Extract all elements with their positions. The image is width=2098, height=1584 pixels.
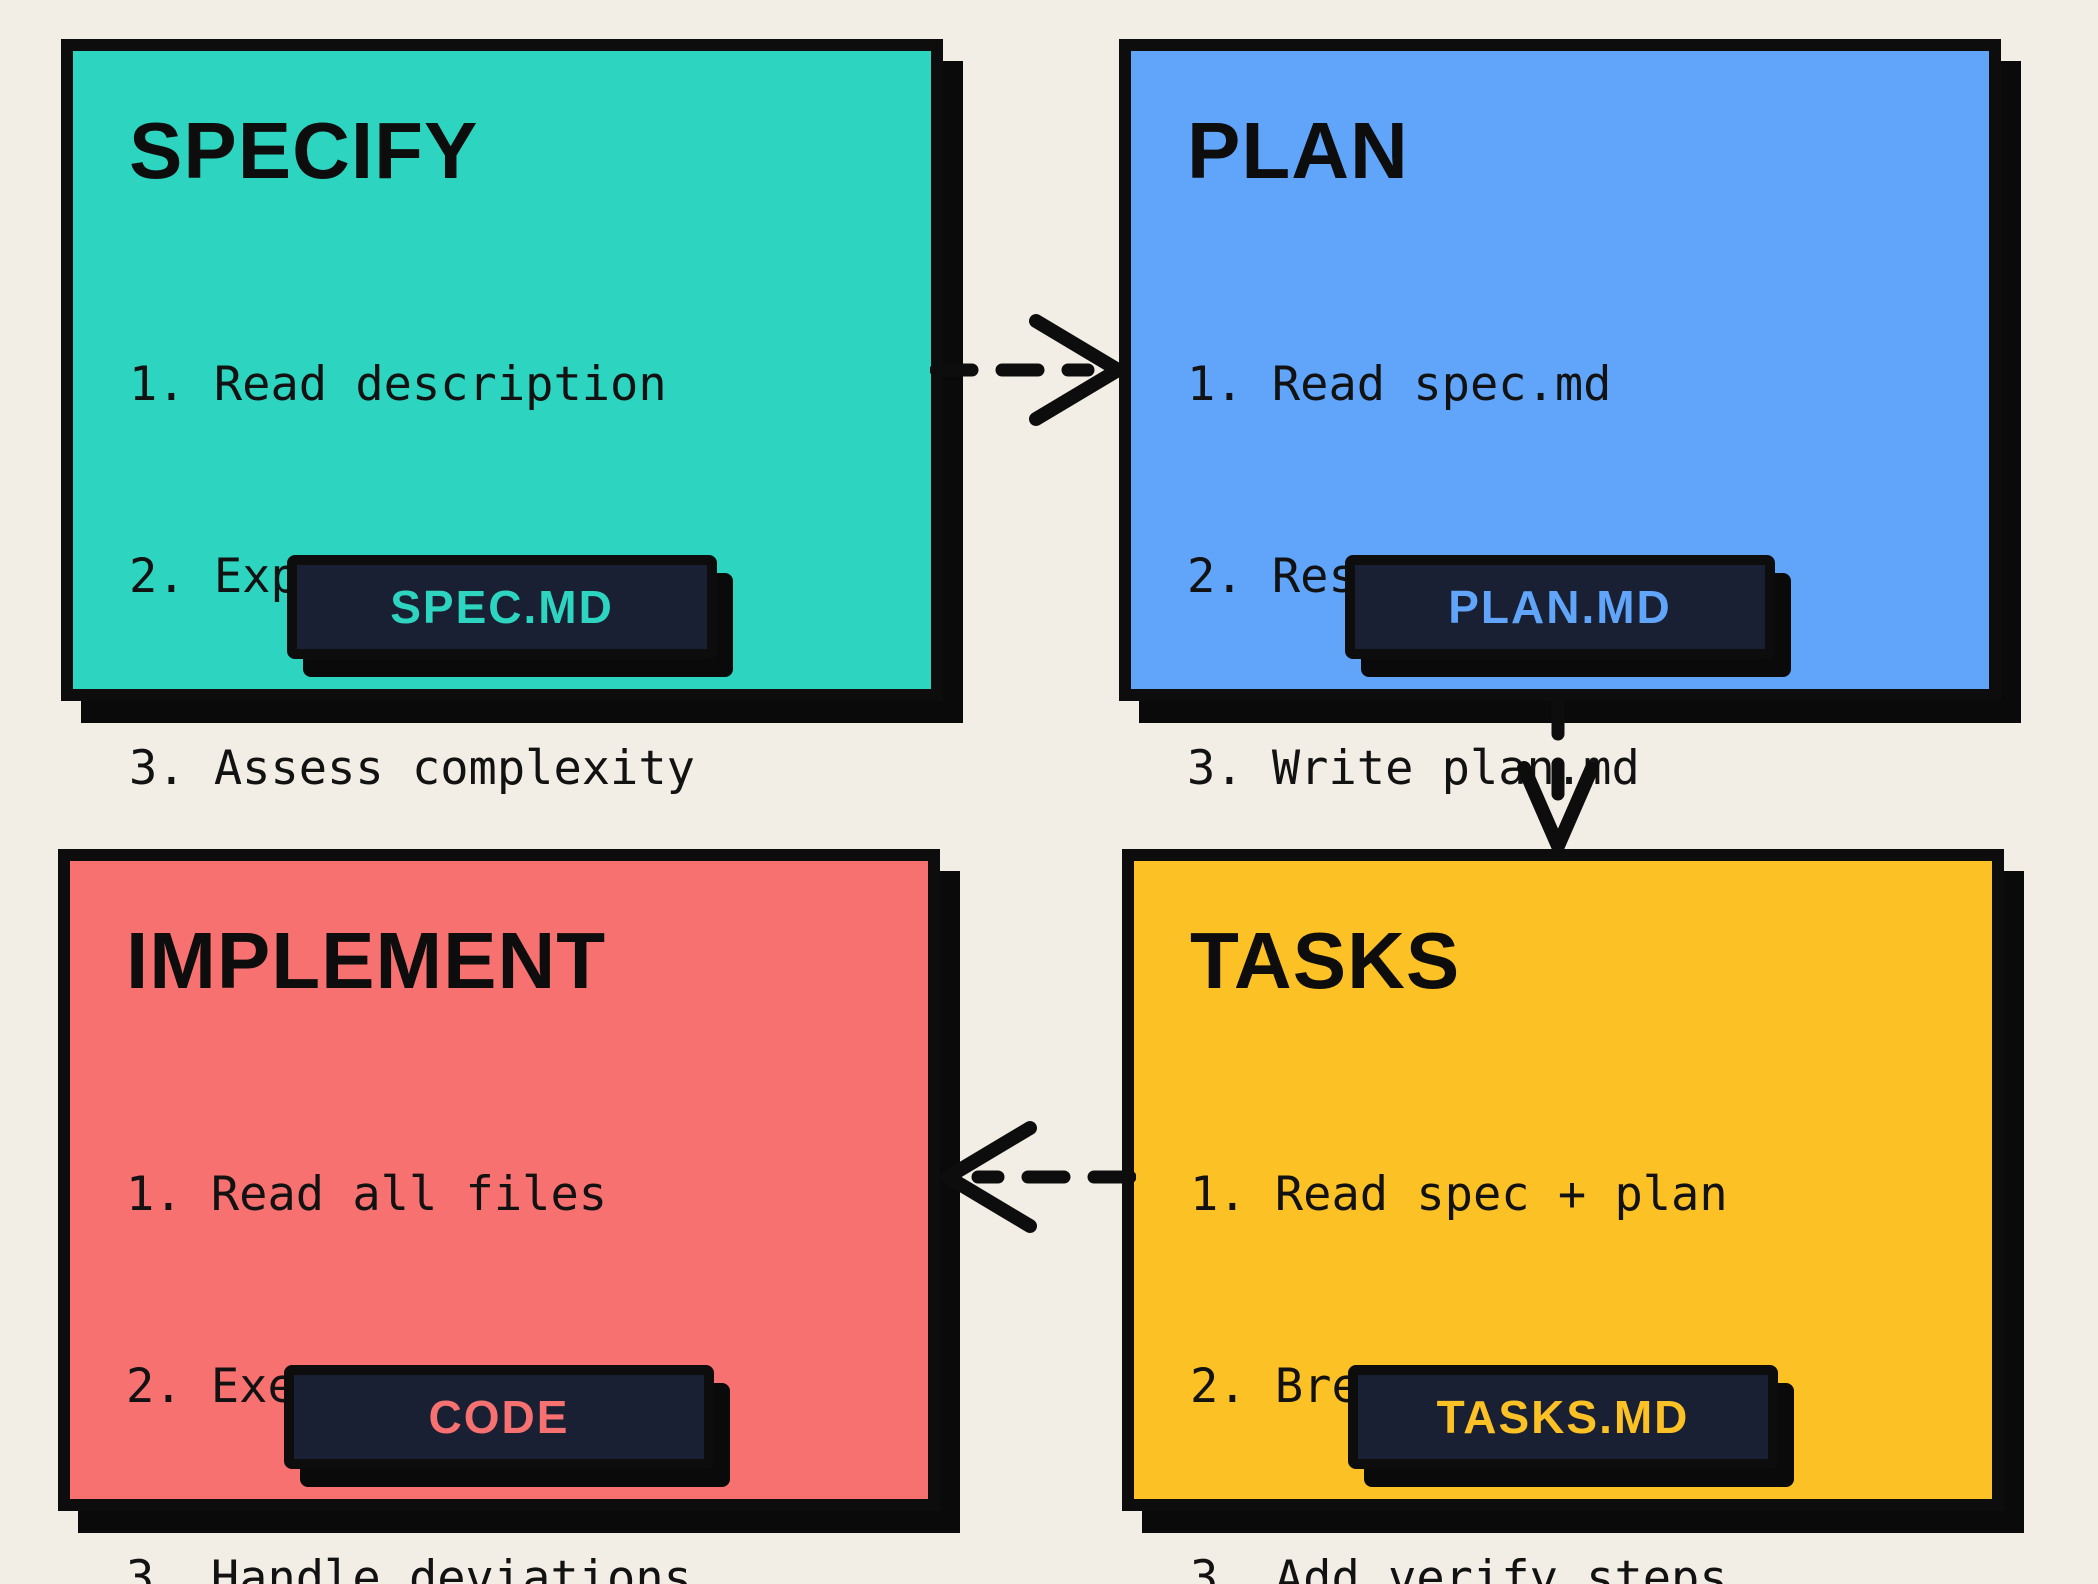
step-line: 3. Assess complexity xyxy=(129,741,695,796)
card-specify: SPECIFY 1. Read description 2. Explore f… xyxy=(61,39,943,988)
badge-spec-md: SPEC.MD xyxy=(287,555,717,659)
step-line: 1. Read spec + plan xyxy=(1190,1167,1728,1222)
card-implement-title: IMPLEMENT xyxy=(126,916,607,1005)
step-line: 1. Read description xyxy=(129,357,667,412)
card-implement-steps: 1. Read all files 2. Execute tasks 3. Ha… xyxy=(126,1035,872,1584)
badge-code: CODE xyxy=(284,1365,714,1469)
step-line: 1. Read spec.md xyxy=(1187,357,1612,412)
arrow-specify-to-plan-icon xyxy=(930,314,1125,426)
badge-plan-md: PLAN.MD xyxy=(1345,555,1775,659)
step-line: 3. Write plan.md xyxy=(1187,741,1640,796)
card-plan: PLAN 1. Read spec.md 2. Research pattern… xyxy=(1119,39,2001,988)
badge-tasks-md: TASKS.MD xyxy=(1348,1365,1778,1469)
card-tasks-steps: 1. Read spec + plan 2. Break into phases… xyxy=(1190,1035,1936,1584)
card-plan-title: PLAN xyxy=(1187,106,1409,195)
arrow-tasks-to-implement-icon xyxy=(941,1121,1136,1233)
step-line: 1. Read all files xyxy=(126,1167,608,1222)
arrow-plan-to-tasks-icon xyxy=(1517,700,1599,852)
card-tasks: TASKS 1. Read spec + plan 2. Break into … xyxy=(1122,849,2004,1584)
card-implement: IMPLEMENT 1. Read all files 2. Execute t… xyxy=(58,849,940,1584)
step-line: 3. Add verify steps xyxy=(1190,1551,1728,1584)
card-specify-title: SPECIFY xyxy=(129,106,479,195)
step-line: 3. Handle deviations xyxy=(126,1551,692,1584)
card-tasks-title: TASKS xyxy=(1190,916,1461,1005)
